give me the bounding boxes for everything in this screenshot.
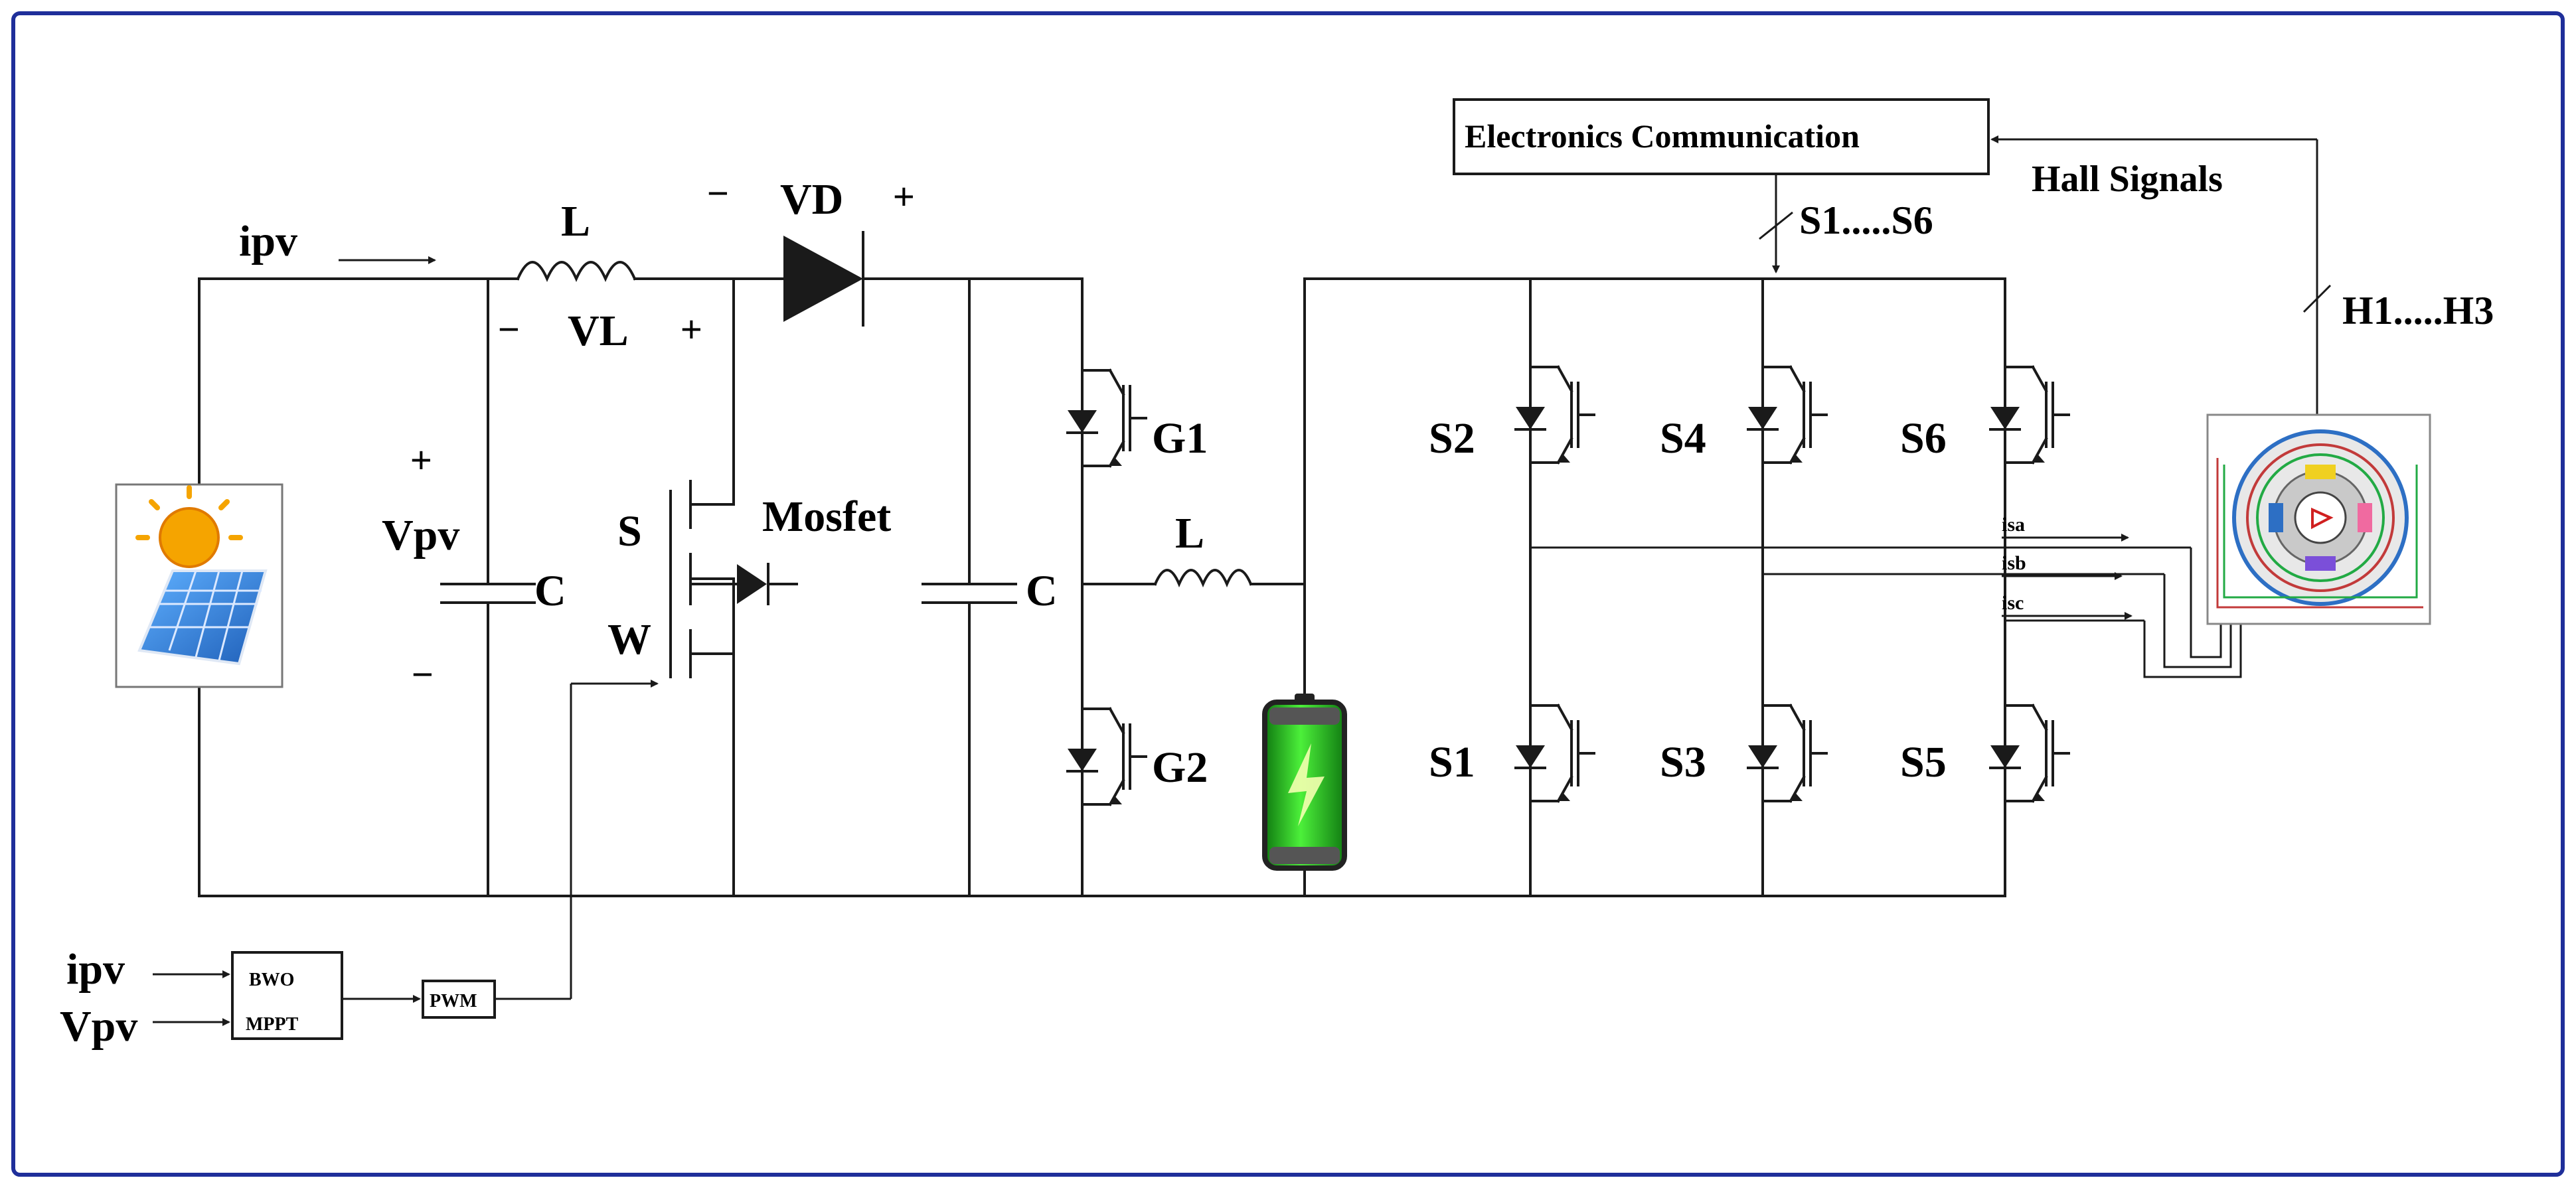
mppt-label: MPPT <box>246 1014 299 1035</box>
igbt-s5 <box>1989 686 2070 821</box>
vl-label: VL <box>568 307 629 355</box>
isc-label: isc <box>2002 592 2024 614</box>
dc-capacitor-label: C <box>1026 567 1058 615</box>
mosfet-s-label: S <box>617 507 642 556</box>
igbt-s2 <box>1514 347 1595 483</box>
pwm-block <box>422 980 496 1019</box>
s4-label: S4 <box>1660 414 1706 463</box>
sun-icon <box>135 485 243 568</box>
battery-icon <box>1262 694 1347 871</box>
outer-frame <box>11 11 2565 1177</box>
vpv-minus-sign: − <box>412 653 434 695</box>
h-bus-label: H1.....H3 <box>2342 289 2494 333</box>
ipv-label: ipv <box>239 217 297 265</box>
input-capacitor-label: C <box>534 567 566 615</box>
mosfet-w-label: W <box>607 615 651 664</box>
vpv-plus-sign: + <box>410 439 432 481</box>
pwm-label: PWM <box>430 991 477 1011</box>
s5-label: S5 <box>1900 738 1947 786</box>
control-inputs <box>153 970 421 1026</box>
isb-label: isb <box>2002 552 2026 574</box>
power-wiring <box>198 135 2332 1000</box>
g1-label: G1 <box>1152 414 1208 463</box>
g2-label: G2 <box>1152 743 1208 792</box>
vd-label: VD <box>780 175 843 224</box>
igbt-s1 <box>1514 686 1595 821</box>
igbt-s6 <box>1989 347 2070 483</box>
s2-label: S2 <box>1429 414 1475 463</box>
igbt-s3 <box>1747 686 1828 821</box>
igbt-s4 <box>1747 347 1828 483</box>
s3-label: S3 <box>1660 738 1706 786</box>
igbt-g1 <box>1066 350 1147 486</box>
s6-label: S6 <box>1900 414 1947 463</box>
igbt-g2 <box>1066 689 1147 824</box>
electronics-communication-block <box>1453 98 1990 175</box>
s-bus-label: S1.....S6 <box>1799 198 1933 242</box>
mosfet-label: Mosfet <box>762 492 891 541</box>
inductor-dc-label: L <box>1175 509 1204 557</box>
electronics-communication-label: Electronics Communication <box>1465 117 1860 155</box>
isa-label: isa <box>2002 514 2025 536</box>
vl-minus-sign: − <box>498 308 520 350</box>
vd-plus-sign: + <box>893 175 915 217</box>
inductor-l-label: L <box>561 197 590 246</box>
bwo-label: BWO <box>249 970 294 990</box>
vpv-cap-label: Vpv <box>382 511 459 559</box>
vpv-input-label: Vpv <box>60 1002 137 1051</box>
bldc-motor-icon <box>2206 413 2431 625</box>
ipv-input-label: ipv <box>66 945 125 994</box>
s1-label: S1 <box>1429 738 1475 786</box>
hall-signals-label: Hall Signals <box>2032 159 2223 200</box>
bwo-mppt-block <box>231 951 343 1040</box>
vl-plus-sign: + <box>681 308 702 350</box>
vd-minus-sign: − <box>707 172 729 214</box>
solar-panel-icon <box>115 483 283 688</box>
